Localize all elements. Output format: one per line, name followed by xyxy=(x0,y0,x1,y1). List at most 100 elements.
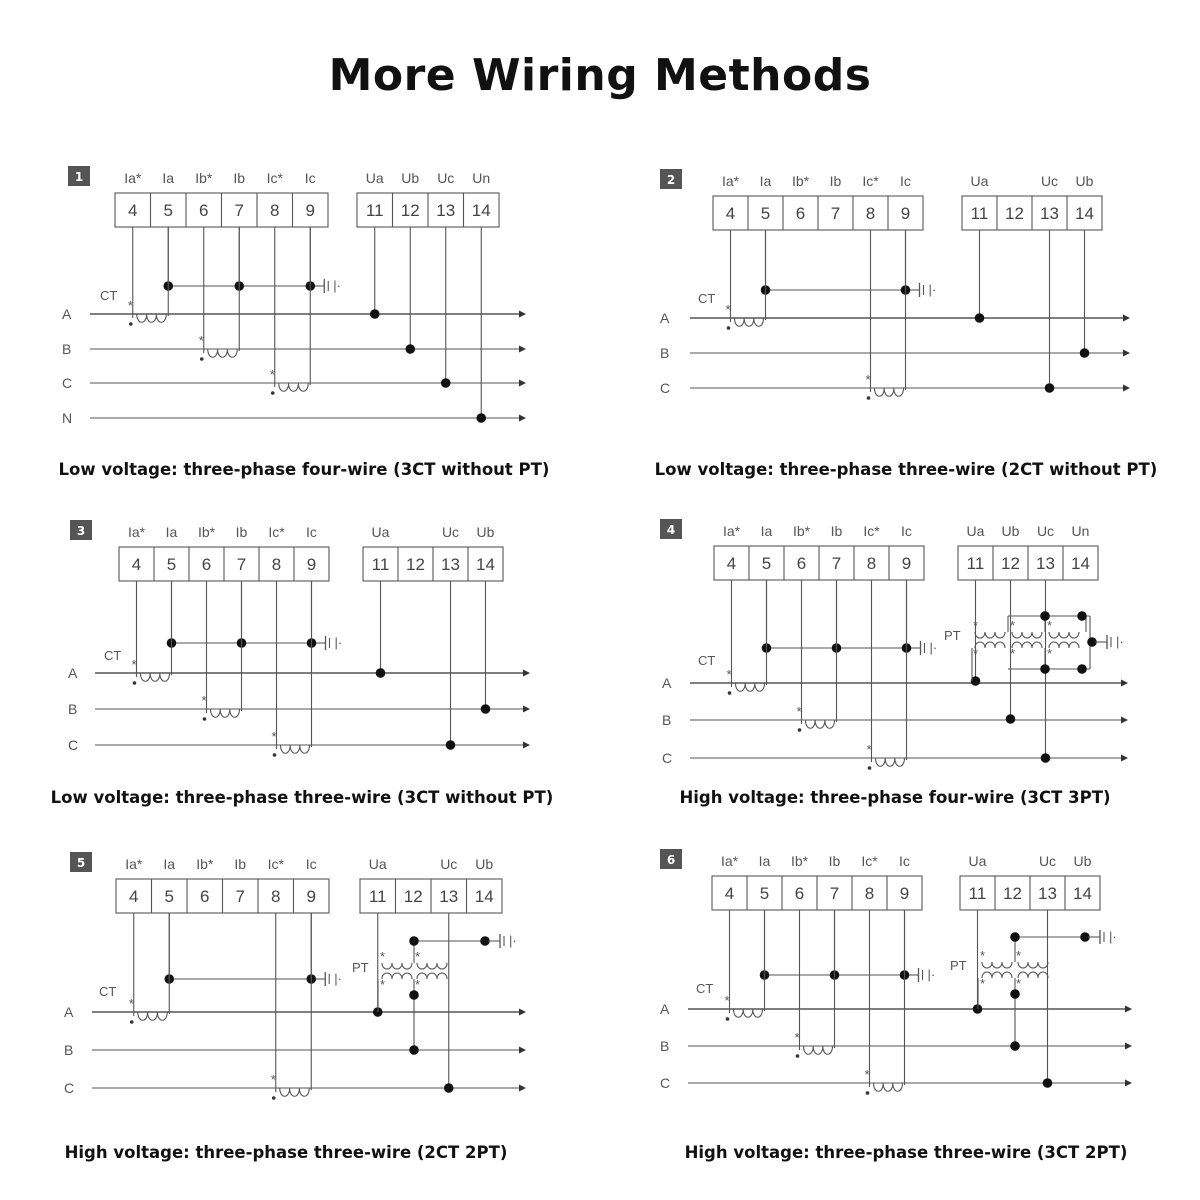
polarity-mark: * xyxy=(726,302,731,317)
polarity-dot xyxy=(726,326,731,330)
polarity-dot xyxy=(867,766,872,770)
terminal-number: 12 xyxy=(1005,204,1024,223)
bus-arrow xyxy=(519,1084,526,1092)
terminal-number: 6 xyxy=(795,884,804,903)
voltage-junction-dot xyxy=(443,1083,454,1093)
current-signal-label: Ia xyxy=(166,524,178,540)
polarity-dot xyxy=(199,357,204,361)
polarity-dot xyxy=(202,717,207,721)
phase-label: B xyxy=(64,1042,73,1058)
polarity-mark: * xyxy=(129,996,134,1011)
terminal-number: 8 xyxy=(867,554,876,573)
panel-number-badge xyxy=(660,519,682,539)
pt-secondary-coil xyxy=(1017,971,1049,979)
ct-label: CT xyxy=(100,288,117,303)
terminal-number: 7 xyxy=(237,555,246,574)
bus-arrow xyxy=(1125,1042,1132,1050)
phase-label: C xyxy=(68,737,78,753)
current-signal-label: Ic xyxy=(306,524,317,540)
ground-symbol-mark: |· xyxy=(928,967,936,982)
voltage-signal-label: Uc xyxy=(437,170,454,186)
ct-coil xyxy=(732,1008,764,1018)
polarity-mark: * xyxy=(973,618,978,633)
ground-symbol-mark: |· xyxy=(333,278,341,293)
pt-primary-coil xyxy=(974,631,1006,639)
ground-symbol-mark: |· xyxy=(509,933,517,948)
current-signal-label: Ic* xyxy=(861,853,878,869)
voltage-signal-label: Uc xyxy=(440,856,457,872)
voltage-signal-label: Uc xyxy=(1037,523,1054,539)
bus-arrow xyxy=(1123,349,1130,357)
panel-number-badge xyxy=(660,849,682,869)
terminal-number: 5 xyxy=(164,201,173,220)
bus-arrow xyxy=(1123,384,1130,392)
terminal-number: 12 xyxy=(1001,554,1020,573)
ct-coil xyxy=(209,708,241,718)
voltage-signal-label: Ub xyxy=(1074,853,1092,869)
terminal-number: 11 xyxy=(366,201,384,220)
polarity-mark: * xyxy=(797,704,802,719)
voltage-signal-label: Ua xyxy=(969,853,987,869)
current-signal-label: Ia* xyxy=(128,524,146,540)
terminal-number: 5 xyxy=(165,887,174,906)
panel-number: 4 xyxy=(667,523,675,537)
ground-symbol-mark: |· xyxy=(334,971,342,986)
phase-label: A xyxy=(68,665,78,681)
page-title: More Wiring Methods xyxy=(328,50,872,101)
terminal-number: 11 xyxy=(967,554,985,573)
voltage-signal-label: Ua xyxy=(369,856,387,872)
current-signal-label: Ic xyxy=(900,173,911,189)
wiring-panel-4: 44Ia*5Ia6Ib*7Ib8Ic*9Ic11Ua12Ub13Uc14UnAB… xyxy=(660,519,1128,807)
polarity-dot xyxy=(270,391,275,395)
phase-label: A xyxy=(660,1001,670,1017)
current-signal-label: Ib xyxy=(829,853,841,869)
terminal-number: 7 xyxy=(830,884,839,903)
bus-arrow xyxy=(1121,716,1128,724)
terminal-number: 9 xyxy=(902,554,911,573)
pt-secondary-coil xyxy=(381,972,413,980)
terminal-number: 14 xyxy=(472,201,491,220)
ct-label: CT xyxy=(99,984,116,999)
polarity-mark: * xyxy=(271,1072,276,1087)
phase-label: A xyxy=(662,675,672,691)
panel-number-badge xyxy=(660,169,682,189)
polarity-dot xyxy=(866,396,871,400)
terminal-number: 13 xyxy=(436,201,455,220)
pt-label: PT xyxy=(950,958,967,973)
pt-label: PT xyxy=(352,960,369,975)
current-signal-label: Ib* xyxy=(198,524,216,540)
current-signal-label: Ib* xyxy=(195,170,213,186)
terminal-number: 6 xyxy=(796,204,805,223)
terminal-number: 13 xyxy=(1040,204,1059,223)
pt-primary-coil xyxy=(381,962,413,970)
terminal-number: 8 xyxy=(865,884,874,903)
polarity-mark: * xyxy=(1016,948,1021,963)
voltage-junction-dot xyxy=(970,676,981,686)
voltage-junction-dot xyxy=(1042,1078,1053,1088)
ct-coil xyxy=(207,348,238,358)
pt-junction-dot xyxy=(1087,637,1097,647)
current-signal-label: Ic xyxy=(899,853,910,869)
pt-primary-coil xyxy=(981,961,1013,969)
ct-label: CT xyxy=(698,291,715,306)
polarity-mark: * xyxy=(980,948,985,963)
polarity-mark: * xyxy=(132,657,137,672)
terminal-number: 11 xyxy=(969,884,987,903)
panel-caption: High voltage: three-phase four-wire (3CT… xyxy=(679,788,1110,807)
phase-label: C xyxy=(64,1080,74,1096)
terminal-number: 4 xyxy=(725,884,734,903)
pt-primary-coil xyxy=(1011,631,1043,639)
current-signal-label: Ia* xyxy=(722,173,740,189)
panel-number: 2 xyxy=(667,173,675,187)
pt-secondary-coil xyxy=(981,971,1013,979)
terminal-number: 12 xyxy=(1003,884,1022,903)
polarity-dot xyxy=(727,691,732,695)
ct-label: CT xyxy=(698,653,715,668)
terminal-number: 12 xyxy=(404,887,423,906)
phase-label: N xyxy=(62,410,72,426)
voltage-signal-label: Ub xyxy=(1002,523,1020,539)
voltage-signal-label: Ub xyxy=(1076,173,1094,189)
voltage-junction-dot xyxy=(405,344,416,354)
terminal-number: 7 xyxy=(235,201,244,220)
